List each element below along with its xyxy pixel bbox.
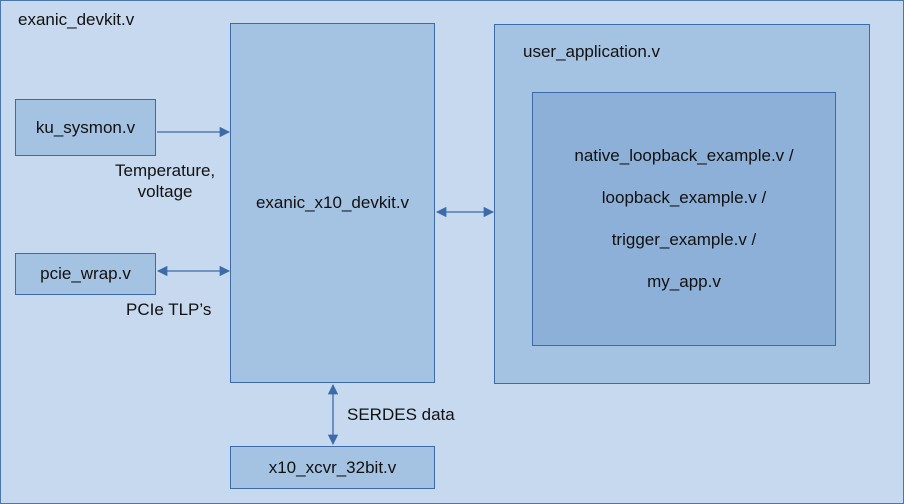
exanic-x10-devkit-label: exanic_x10_devkit.v: [255, 193, 410, 212]
example-loopback: loopback_example.v /: [601, 188, 767, 207]
pcie-wrap-label: pcie_wrap.v: [40, 264, 131, 283]
edge-label-temperature-line2: voltage: [137, 182, 193, 201]
user-application-label: user_application.v: [523, 42, 661, 61]
ku-sysmon-block: ku_sysmon.v: [15, 99, 156, 156]
example-my-app: my_app.v: [647, 272, 721, 291]
example-trigger: trigger_example.v /: [611, 230, 757, 249]
example-native-loopback: native_loopback_example.v /: [574, 146, 794, 165]
edge-label-serdes: SERDES data: [347, 405, 455, 424]
exanic-x10-devkit-block: exanic_x10_devkit.v: [230, 23, 435, 383]
edge-label-temperature-line1: Temperature,: [115, 161, 216, 180]
x10-xcvr-block: x10_xcvr_32bit.v: [230, 446, 435, 489]
edge-label-temperature: Temperature, voltage: [115, 160, 215, 202]
pcie-wrap-block: pcie_wrap.v: [15, 253, 156, 295]
x10-xcvr-label: x10_xcvr_32bit.v: [268, 457, 397, 477]
example-apps-block: native_loopback_example.v / loopback_exa…: [532, 92, 836, 346]
edge-label-pcie-tlp: PCIe TLP’s: [126, 300, 212, 319]
exanic-devkit-title: exanic_devkit.v: [18, 10, 135, 29]
ku-sysmon-label: ku_sysmon.v: [35, 117, 136, 137]
